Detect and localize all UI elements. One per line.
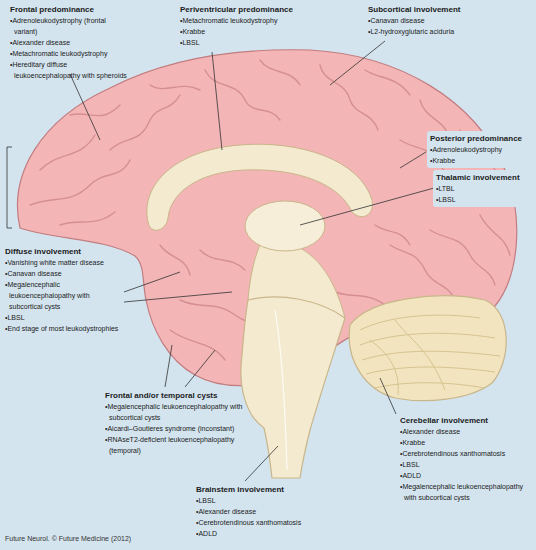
leader-line (185, 350, 215, 387)
leader-line (124, 292, 232, 302)
callout-group: Brainstem involvement•LBSL•Alexander dis… (196, 484, 336, 539)
credit-line: Future Neurol. © Future Medicine (2012) (5, 533, 131, 544)
callout-heading: Posterior predominance (430, 133, 530, 144)
callout-item: •Alexander disease (10, 37, 130, 48)
callout-item: •ADLD (196, 528, 336, 539)
leader-line (124, 272, 180, 292)
callout-group: Frontal and/or temporal cysts•Megalencep… (105, 390, 245, 456)
thalamus (245, 201, 325, 251)
callout-item: •LTBL (436, 183, 530, 194)
callout-item: •LBSL (436, 194, 530, 205)
callout-item: •LBSL (180, 37, 300, 48)
callout-item: •LBSL (400, 459, 530, 470)
callout-group: Cerebellar involvement•Alexander disease… (400, 415, 530, 503)
callout-item: •Metachromatic leukodystrophy (180, 15, 300, 26)
leader-line (165, 345, 172, 387)
callout-item: •Aicardi–Goutieres syndrome (inconstant) (105, 423, 245, 434)
leader-line (245, 446, 278, 481)
leader-line (212, 52, 222, 150)
callout-item: •LBSL (5, 312, 121, 323)
callout-group: Subcortical involvement•Canavan disease•… (368, 4, 488, 37)
callout-item: •Canavan disease (368, 15, 488, 26)
callout-group: Thalamic involvement•LTBL•LBSL (433, 170, 533, 207)
callout-group: Periventricular predominance•Metachromat… (180, 4, 300, 48)
leader-line (400, 152, 426, 168)
callout-heading: Periventricular predominance (180, 4, 300, 15)
callout-heading: Subcortical involvement (368, 4, 488, 15)
callout-item: •Cerebrotendinous xanthomatosis (400, 448, 530, 459)
leader-line (300, 188, 434, 225)
callout-item: •Metachromatic leukodystrophy (10, 48, 130, 59)
callout-item: •RNAseT2-deficient leukoencephalopathy (… (105, 434, 245, 456)
callout-item: •LBSL (196, 495, 336, 506)
callout-item: •Canavan disease (5, 268, 121, 279)
callout-item: •End stage of most leukodystrophies (5, 323, 121, 334)
callout-item: •Megalencephalic leukoencephalopathy wit… (400, 481, 530, 503)
frontal-bracket (7, 147, 12, 228)
callout-heading: Frontal predominance (10, 4, 130, 15)
callout-heading: Frontal and/or temporal cysts (105, 390, 245, 401)
leader-line (70, 74, 100, 140)
callout-item: •Vanishing white matter disease (5, 257, 121, 268)
callout-heading: Thalamic involvement (436, 172, 530, 183)
callout-item: •Alexander disease (196, 506, 336, 517)
leader-line (380, 378, 396, 414)
callout-item: •Krabbe (430, 155, 530, 166)
callout-group: Diffuse involvement•Vanishing white matt… (5, 246, 121, 334)
callout-item: •Alexander disease (400, 426, 530, 437)
brainstem (241, 297, 345, 478)
callout-heading: Cerebellar involvement (400, 415, 530, 426)
cerebellar-folia (360, 315, 500, 395)
callout-item: •ADLD (400, 470, 530, 481)
callout-item: •Hereditary diffuse leukoencephalopathy … (10, 59, 130, 81)
callout-item: •Megalencephalic leukoencephalopathy wit… (5, 279, 121, 312)
callout-item: •Krabbe (400, 437, 530, 448)
credit-block: Future Neurol. © Future Medicine (2012) (5, 533, 131, 544)
callout-item: •Megalencephalic leukoencephalopathy wit… (105, 401, 245, 423)
callout-heading: Diffuse involvement (5, 246, 121, 257)
callout-group: Frontal predominance•Adrenoleukodystroph… (10, 4, 130, 81)
callout-heading: Brainstem involvement (196, 484, 336, 495)
callout-item: •Krabbe (180, 26, 300, 37)
cerebellum (349, 296, 506, 401)
callout-group: Posterior predominance•Adrenoleukodystro… (427, 131, 533, 168)
callout-item: •L2-hydroxyglutaric aciduria (368, 26, 488, 37)
callout-item: •Cerebrotendinous xanthomatosis (196, 517, 336, 528)
callout-item: •Adrenoleukodystrophy (frontal variant) (10, 15, 130, 37)
brainstem-tract (275, 310, 287, 470)
leader-line (330, 41, 385, 85)
callout-item: •Adrenoleukodystrophy (430, 144, 530, 155)
